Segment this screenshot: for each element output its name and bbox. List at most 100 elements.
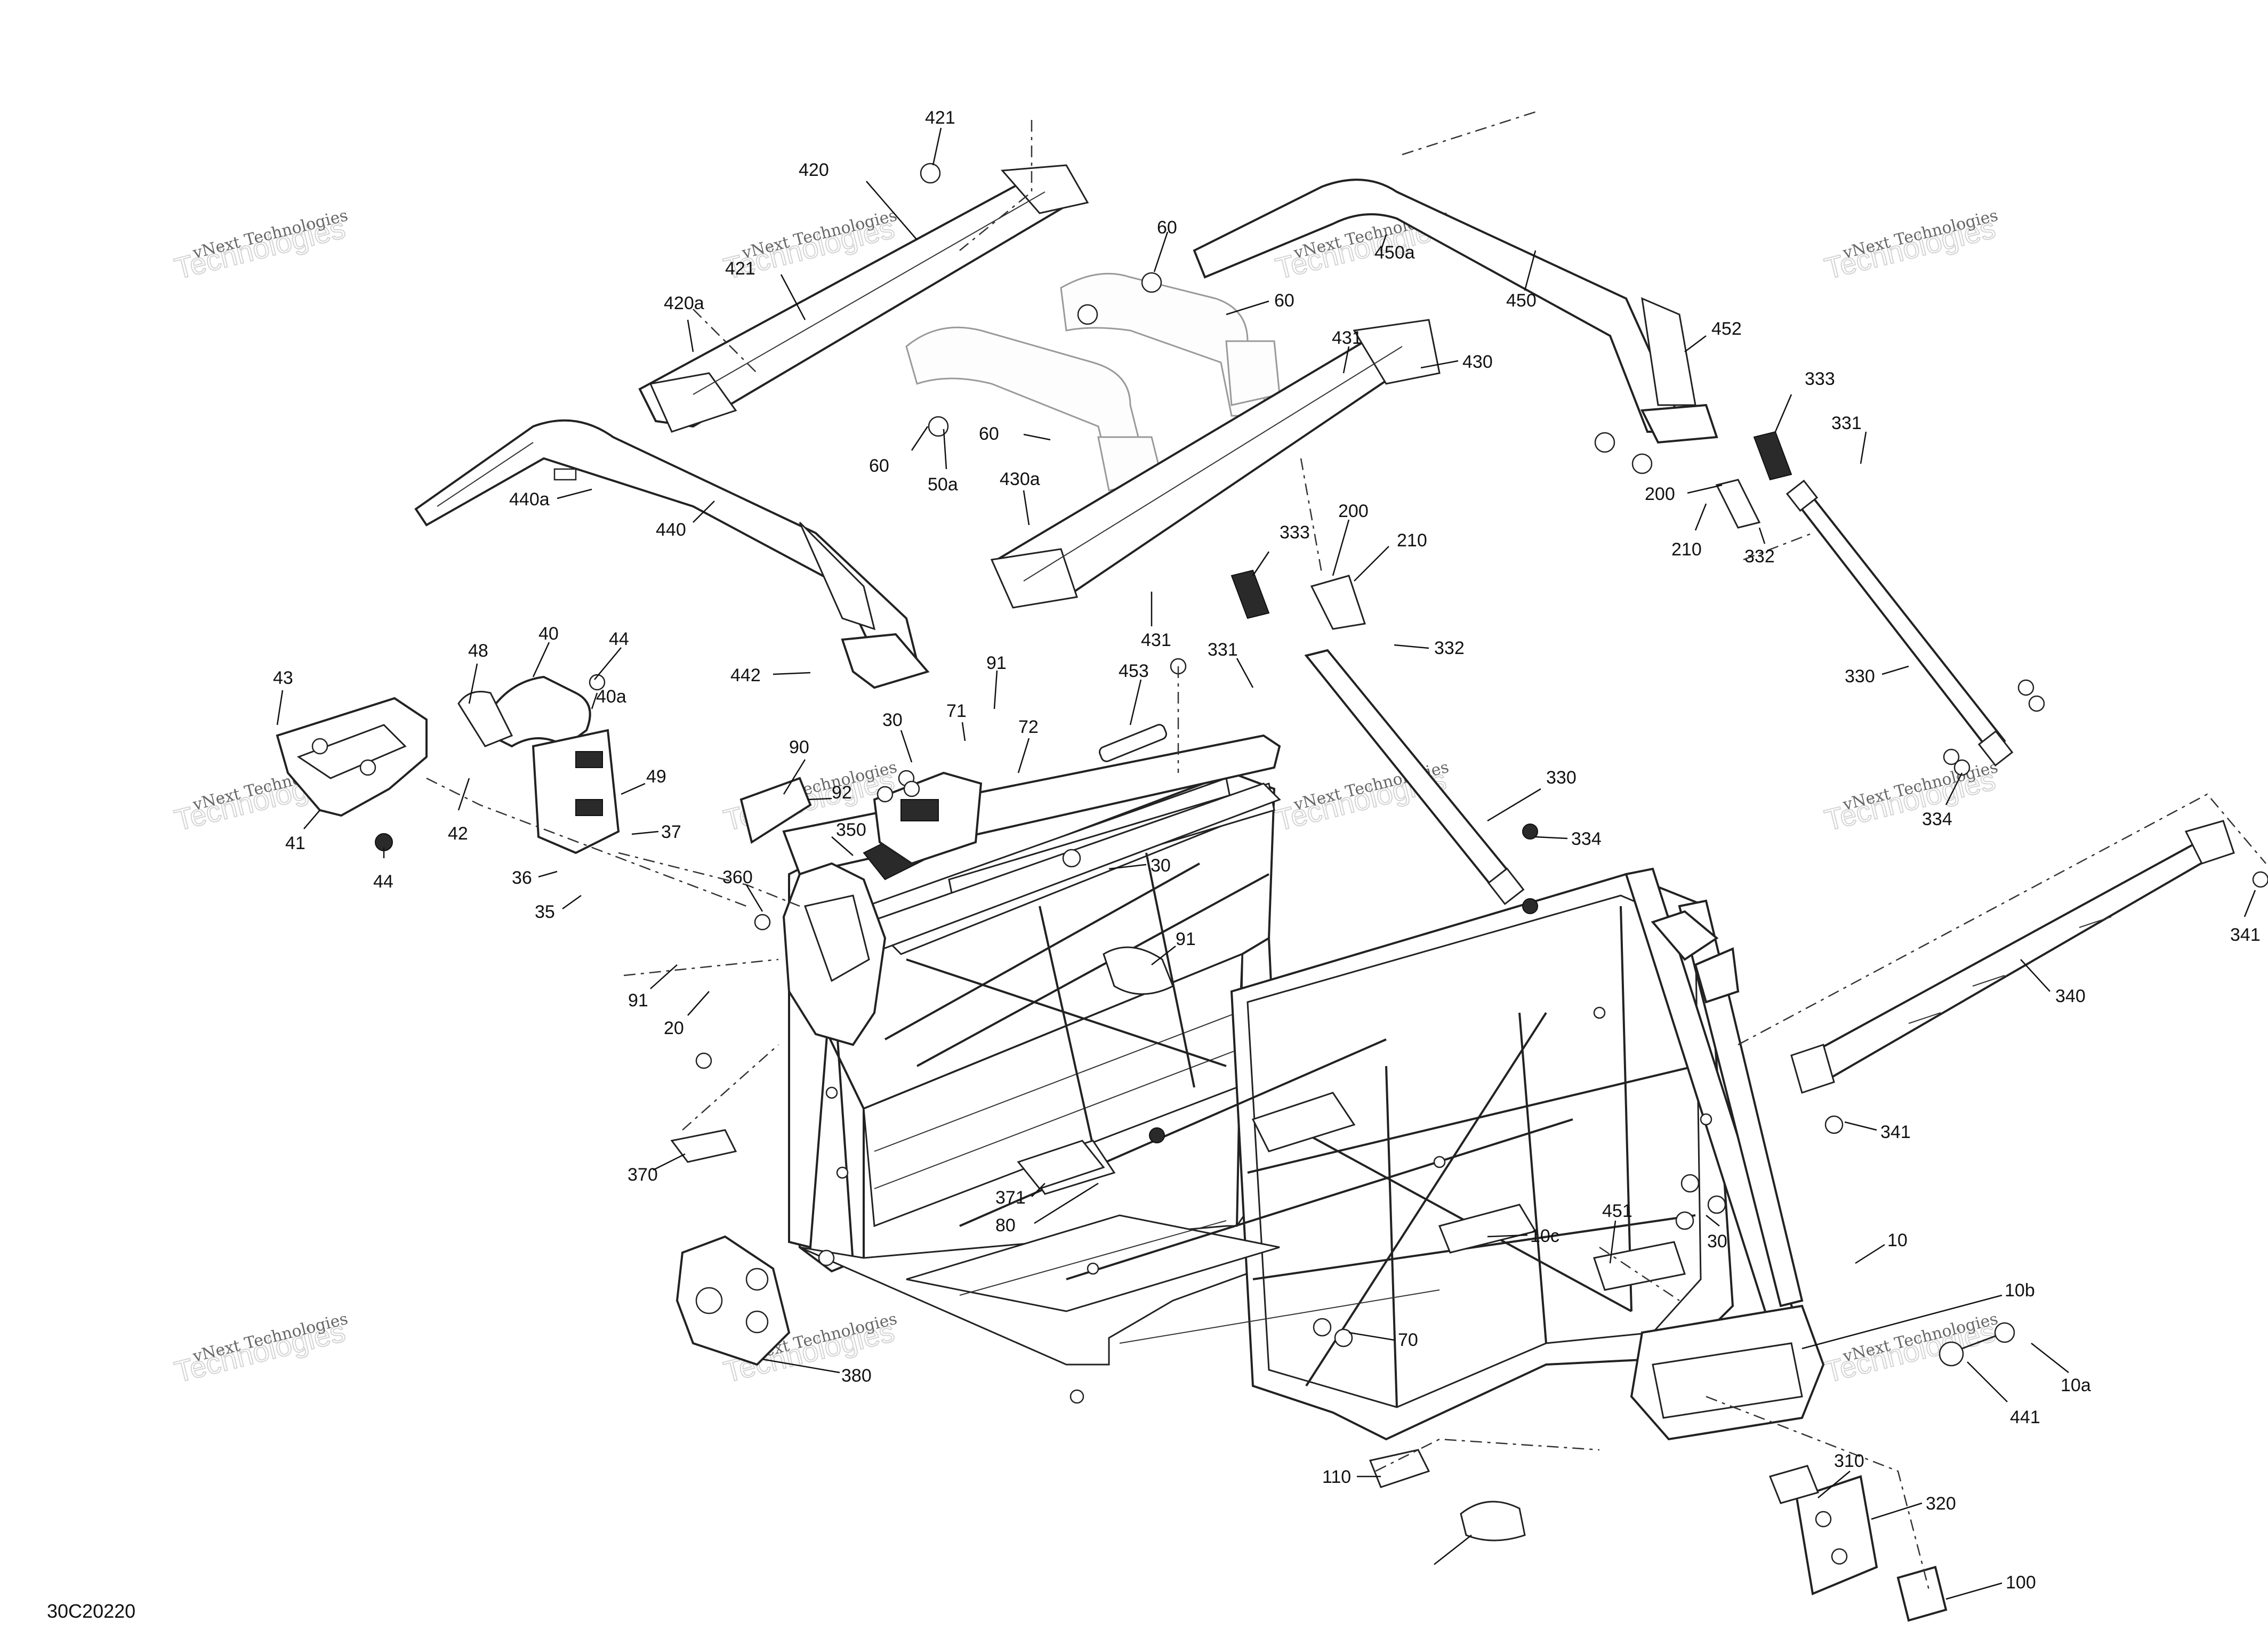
main-frame — [782, 734, 1825, 1441]
callout-label: 42 — [448, 824, 468, 844]
callout-label: 40a — [596, 687, 626, 707]
callout-label: 431 — [1332, 328, 1362, 348]
callout-label: 451 — [1602, 1201, 1632, 1221]
strap-350 — [1099, 724, 1167, 762]
strut-330-right — [1786, 479, 2014, 767]
callout-label: 452 — [1711, 319, 1742, 339]
callout-label: 37 — [661, 822, 681, 842]
watermark: Technologies vNext Technologies — [171, 1310, 350, 1390]
callout-label: 35 — [535, 902, 555, 922]
callout-label: 30 — [882, 710, 903, 730]
callout-label: 430 — [1462, 352, 1493, 372]
callout-label: 420a — [664, 293, 704, 313]
callout-label: 350 — [836, 820, 866, 840]
watermark: Technologies vNext Technologies — [1821, 758, 2000, 838]
callout-label: 333 — [1805, 369, 1835, 389]
callout-label: 431 — [1141, 630, 1171, 650]
bracket-40 — [457, 675, 620, 854]
callout-label: 341 — [1880, 1122, 1911, 1142]
callout-label: 50a — [928, 474, 958, 495]
watermark: Technologies vNext Technologies — [1821, 206, 2000, 286]
plate-320 — [1896, 1566, 1948, 1622]
callout-label: 41 — [285, 833, 305, 853]
callout-label: 48 — [468, 641, 488, 661]
plate-370 — [1017, 1140, 1105, 1190]
callout-label: 60 — [1274, 291, 1294, 311]
mount-plate-41 — [276, 697, 428, 817]
callout-label: 70 — [1398, 1330, 1418, 1350]
callout-label: 91 — [628, 990, 648, 1011]
callout-label: 100 — [2006, 1572, 2036, 1593]
callout-label: 44 — [373, 872, 393, 892]
callout-label: 450a — [1374, 243, 1415, 263]
plate-310 — [1795, 1475, 1878, 1595]
watermark: Technologies vNext Technologies — [171, 206, 350, 286]
callout-label: 36 — [512, 868, 532, 888]
callout-label: 450 — [1506, 291, 1537, 311]
engine-mount-70 — [675, 1235, 791, 1366]
callout-label: 310 — [1834, 1451, 1864, 1471]
callouts: 421 420 421 420a 60 60 60 60 50a 440a 44… — [273, 108, 2261, 1600]
front-bar-340 — [1790, 820, 2235, 1094]
callout-label: 80 — [995, 1215, 1016, 1236]
callout-label: 30 — [1707, 1231, 1727, 1252]
callout-label: 210 — [1397, 530, 1427, 551]
plate-200-right — [1715, 479, 1761, 529]
callout-label: 210 — [1671, 539, 1702, 560]
callout-label: 10c — [1530, 1226, 1559, 1246]
callout-label: 441 — [2010, 1407, 2040, 1427]
callout-label: 421 — [925, 108, 955, 128]
callout-label: 200 — [1338, 501, 1369, 521]
plate-380 — [1768, 1465, 1820, 1504]
callout-label: 91 — [1176, 929, 1196, 949]
callout-label: 331 — [1208, 640, 1238, 660]
bracket-100 — [1369, 1449, 1430, 1488]
callout-label: 341 — [2230, 925, 2261, 945]
callout-label: 440 — [656, 520, 686, 540]
bracket-333-left — [1230, 569, 1270, 619]
callout-label: 10b — [2005, 1280, 2035, 1301]
callout-label: 44 — [609, 629, 629, 649]
callout-label: 200 — [1645, 484, 1675, 504]
callout-label: 60 — [1157, 217, 1177, 238]
plate-200-center — [1310, 575, 1366, 630]
callout-label: 420 — [799, 160, 829, 180]
callout-label: 60 — [979, 424, 999, 444]
callout-label: 30 — [1151, 856, 1171, 876]
callout-label: 43 — [273, 668, 293, 688]
callout-label: 453 — [1119, 661, 1149, 681]
callout-label: 442 — [730, 665, 761, 685]
cage-tube-430 — [990, 319, 1441, 609]
watermark: Technologies vNext Technologies — [1821, 1310, 2000, 1390]
callout-label: 71 — [946, 701, 967, 721]
callout-label: 330 — [1845, 666, 1875, 687]
callout-label: 370 — [628, 1165, 658, 1185]
callout-label: 440a — [509, 489, 550, 510]
callout-label: 40 — [538, 624, 559, 644]
callout-label: 334 — [1922, 809, 1952, 829]
callout-label: 330 — [1546, 768, 1577, 788]
callout-label: 333 — [1280, 522, 1310, 543]
callout-label: 10a — [2061, 1375, 2091, 1395]
callout-label: 334 — [1571, 829, 1602, 849]
strut-330-center — [1304, 649, 1525, 906]
cage-tube-450 — [1193, 179, 1718, 444]
callout-label: 60 — [869, 456, 889, 476]
callout-label: 91 — [986, 653, 1007, 673]
callout-label: 380 — [841, 1366, 872, 1386]
callout-label: 421 — [725, 259, 755, 279]
callout-label: 92 — [832, 782, 852, 803]
fastener-10a-10b — [1939, 1322, 2015, 1367]
bracket-110 — [1460, 1500, 1526, 1542]
callout-label: 430a — [1000, 469, 1040, 489]
cage-tube-440 — [414, 419, 930, 689]
bracket-90 — [739, 777, 812, 844]
callout-label: 331 — [1831, 413, 1862, 433]
diagram-reference-code: 30C20220 — [47, 1600, 135, 1622]
callout-label: 340 — [2055, 986, 2086, 1006]
callout-label: 110 — [1322, 1467, 1351, 1487]
support-80 — [1593, 1241, 1686, 1291]
bracket-20 — [670, 1129, 737, 1163]
callout-label: 371 — [995, 1188, 1026, 1208]
